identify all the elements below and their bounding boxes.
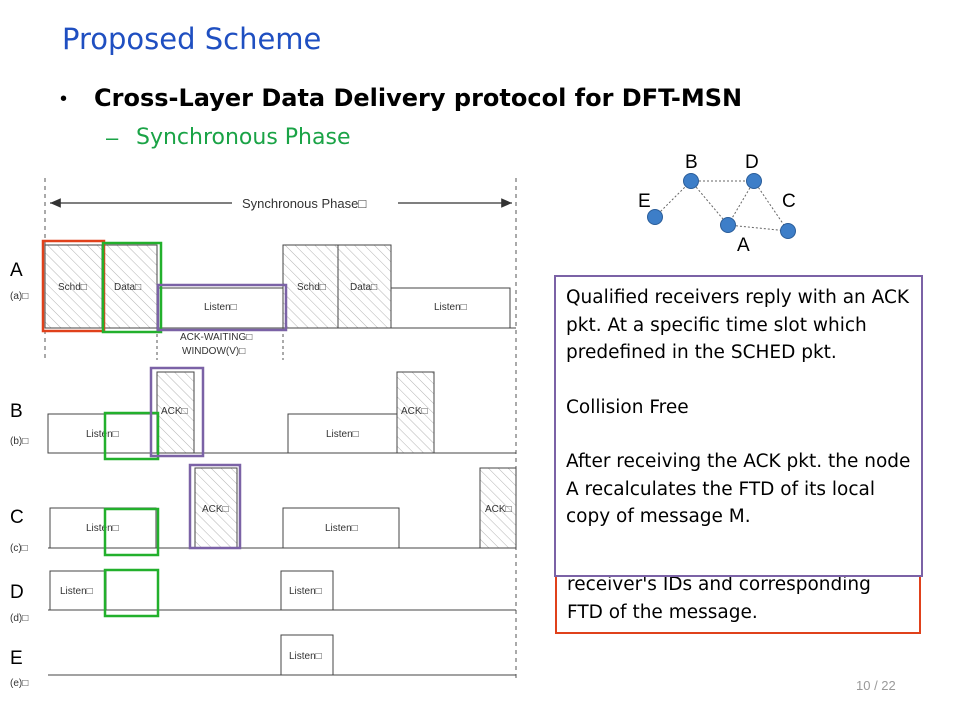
row-tag-b: (b)□ [10, 436, 28, 447]
listen-label: Listen□ [86, 523, 119, 534]
ack-label: ACK□ [202, 504, 229, 515]
listen-slot [49, 507, 157, 549]
row-letter-a: A [10, 260, 23, 281]
ack-label: ACK□ [161, 406, 188, 417]
listen-label: Listen□ [289, 586, 322, 597]
data-highlight [101, 241, 163, 334]
node-label-e: E [638, 191, 651, 212]
network-graph: B D E C A [638, 152, 796, 256]
listen-slot [280, 570, 334, 611]
ack-slot [396, 371, 435, 454]
row-letter-d: D [10, 582, 24, 603]
ack-window-highlight [156, 283, 288, 332]
data-slot [101, 244, 158, 329]
slide-title: Proposed Scheme [62, 22, 322, 56]
slide-number: 10 / 22 [856, 678, 896, 693]
note-box-front: Qualified receivers reply with an ACK pk… [554, 275, 923, 577]
data-label: Data□ [350, 282, 377, 293]
row-c-timeline: Listen□ ACK□ Listen□ ACK□ (c)□ [10, 467, 517, 554]
note-paragraph-recalc: After receiving the ACK pkt. the node A … [566, 451, 911, 527]
node-e [647, 209, 663, 225]
node-label-a: A [737, 235, 750, 256]
row-letter-c: C [10, 507, 24, 528]
listen-label: Listen□ [289, 651, 322, 662]
data-highlight [103, 411, 160, 461]
schd-slot [282, 244, 339, 329]
node-label-d: D [745, 152, 759, 173]
note-paragraph-ack: Qualified receivers reply with an ACK pk… [566, 287, 910, 363]
row-letter-e: E [10, 648, 23, 669]
node-b [683, 173, 699, 189]
data-highlight [103, 507, 160, 557]
edge-b-a [690, 180, 729, 226]
timing-diagram: Synchronous Phase□ Schd□ Data□ Listen□ S… [10, 178, 517, 689]
bullet-marker: • [60, 88, 68, 110]
schd-label: Schd□ [297, 282, 326, 293]
ack-label: ACK□ [485, 504, 512, 515]
listen-slot [156, 287, 284, 329]
listen-slot [282, 507, 400, 549]
row-d-timeline: Listen□ Listen□ (d)□ [10, 570, 516, 624]
listen-slot [390, 287, 511, 329]
main-bullet: Cross-Layer Data Delivery protocol for D… [94, 84, 743, 112]
ack-highlight [188, 463, 242, 550]
row-tag-e: (e)□ [10, 678, 28, 689]
node-c [780, 223, 796, 239]
ack-label: ACK□ [401, 406, 428, 417]
listen-label: Listen□ [325, 523, 358, 534]
row-e-timeline: Listen□ (e)□ [10, 634, 516, 689]
data-label: Data□ [114, 282, 141, 293]
ack-highlight [149, 366, 205, 458]
ack-window-label-1: ACK-WAITING□ [180, 332, 252, 343]
note-back-line: FTD of the message. [567, 601, 758, 623]
listen-label: Listen□ [60, 586, 93, 597]
listen-label: Listen□ [434, 302, 467, 313]
ack-slot [479, 467, 517, 549]
ack-slot [194, 467, 238, 549]
listen-slot [47, 413, 158, 454]
node-label-b: B [685, 152, 698, 173]
row-b-timeline: Listen□ ACK□ Listen□ ACK□ (b)□ [10, 371, 516, 454]
row-tag-a: (a)□ [10, 291, 28, 302]
row-letter-b: B [10, 401, 23, 422]
schd-label: Schd□ [58, 282, 87, 293]
edge-e-b [654, 180, 692, 218]
row-tag-d: (d)□ [10, 613, 28, 624]
node-label-c: C [782, 191, 796, 212]
listen-label: Listen□ [204, 302, 237, 313]
listen-slot [280, 634, 334, 676]
note-paragraph-collision: Collision Free [566, 396, 689, 418]
data-highlight [103, 568, 160, 618]
ack-window-label-2: WINDOW(V)□ [182, 346, 245, 357]
edge-d-a [727, 180, 755, 226]
phase-label: Synchronous Phase□ [242, 196, 366, 211]
listen-label: Listen□ [326, 429, 359, 440]
listen-slot [49, 570, 107, 611]
row-tag-c: (c)□ [10, 543, 28, 554]
sub-bullet: Synchronous Phase [136, 125, 351, 150]
edge-a-c [727, 224, 789, 232]
node-d [746, 173, 762, 189]
ack-slot [156, 371, 195, 454]
listen-label: Listen□ [86, 429, 119, 440]
node-a [720, 217, 736, 233]
data-slot [337, 244, 392, 329]
schd-slot [44, 244, 103, 329]
note-back-line: receiver's IDs and corresponding [567, 574, 871, 595]
listen-slot [287, 413, 398, 454]
row-a-timeline: Schd□ Data□ Listen□ Schd□ Data□ Listen□ … [10, 244, 516, 360]
sub-bullet-marker: – [106, 125, 119, 150]
